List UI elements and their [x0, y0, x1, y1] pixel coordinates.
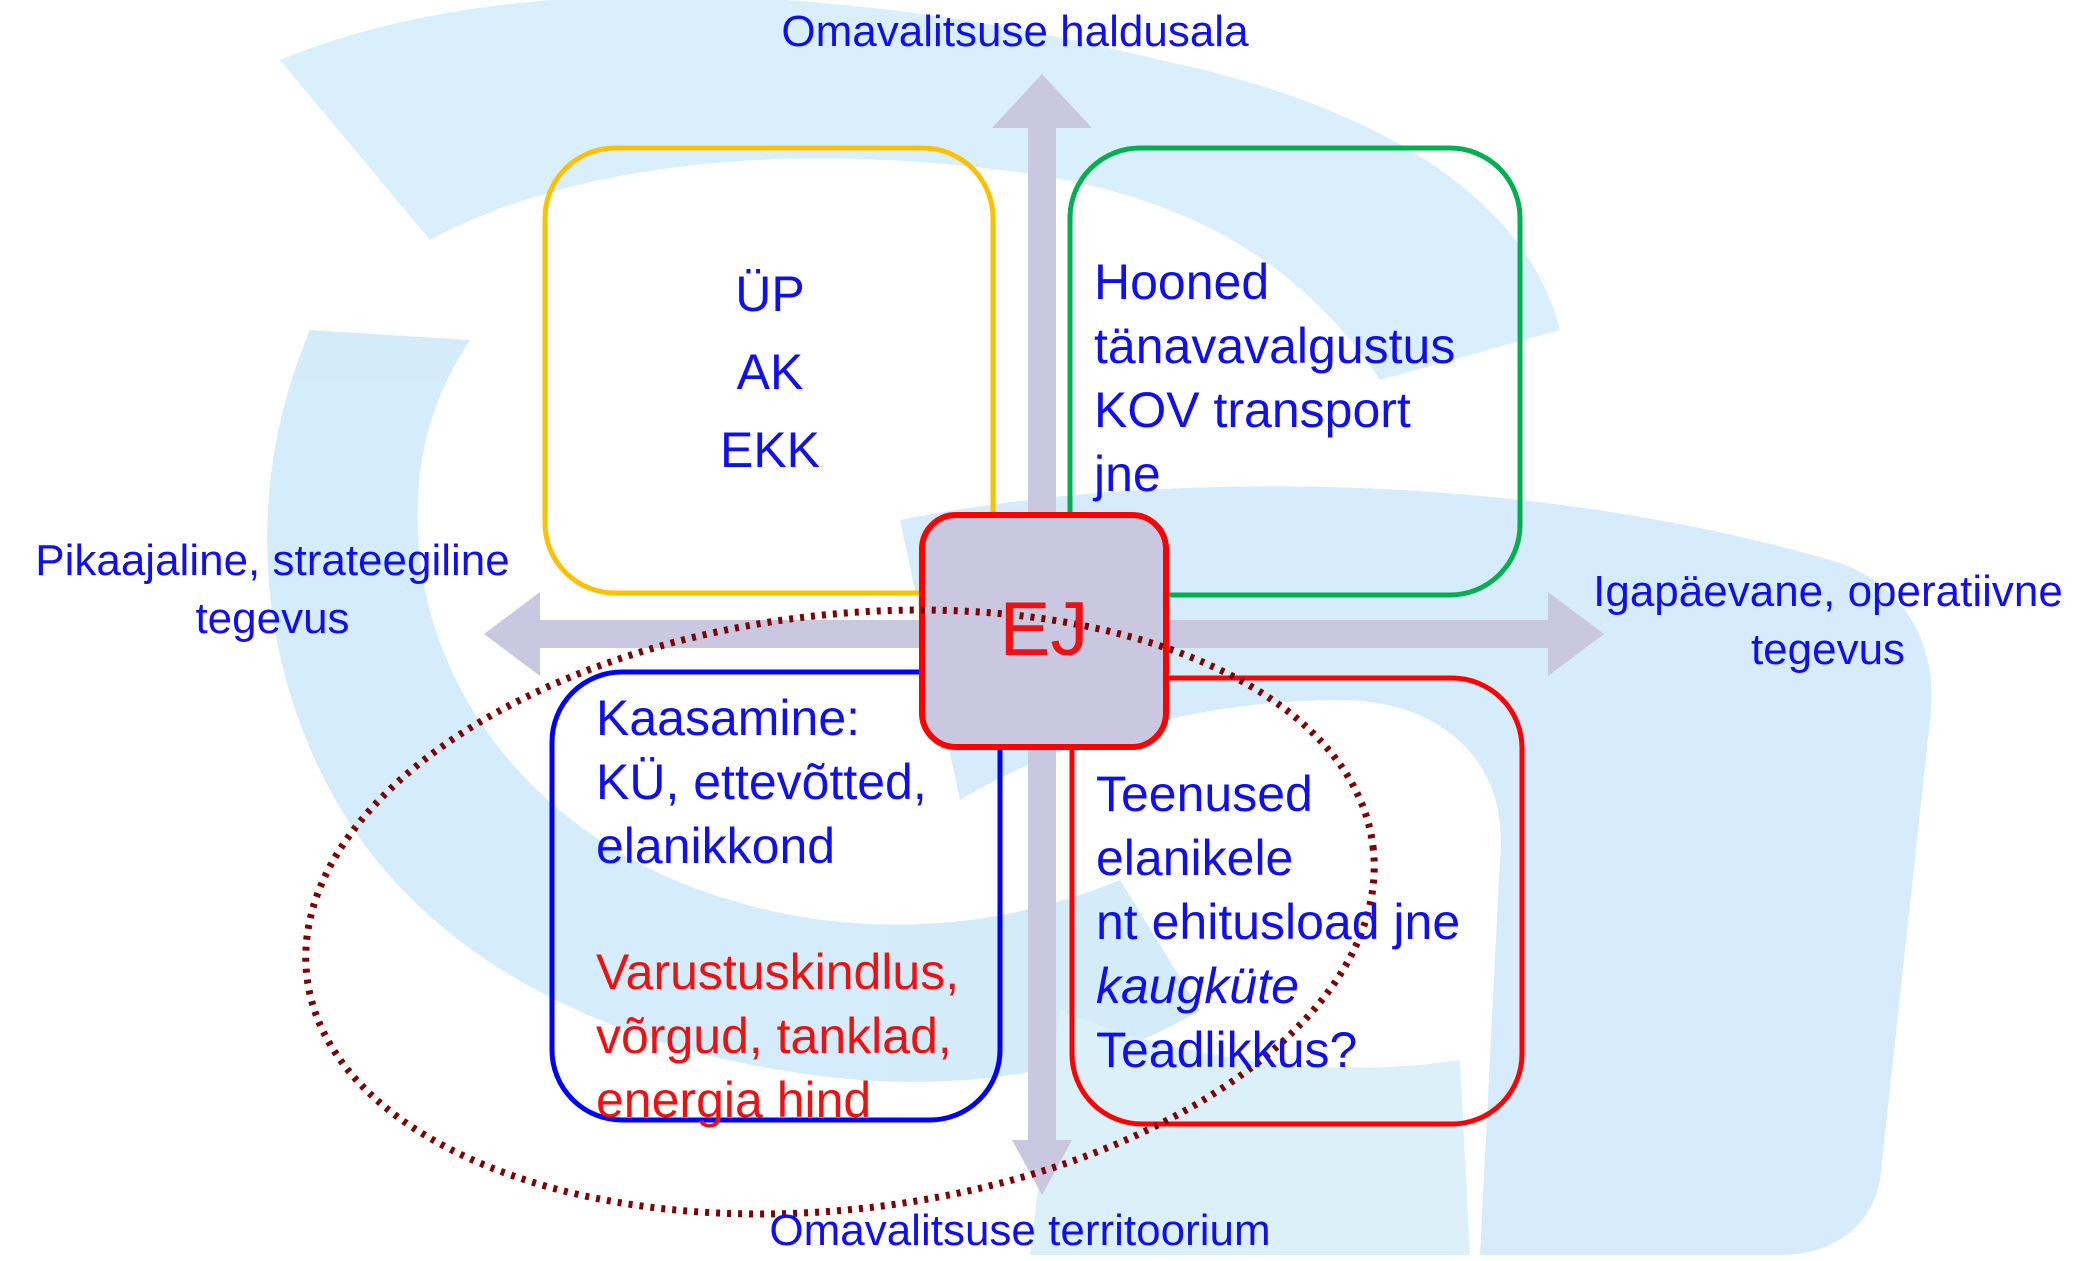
- br-line-5: Teadlikkus?: [1096, 1022, 1358, 1078]
- br-line-2: elanikele: [1096, 830, 1294, 886]
- axis-label-left: Pikaajaline, strateegiline tegevus: [35, 536, 510, 643]
- quadrant-top-left-box: [542, 145, 996, 596]
- arrow-up-icon: [992, 74, 1092, 128]
- center-label: EJ: [999, 587, 1089, 672]
- quadrant-top-right-text: Hooned tänavavalgustus KOV transport jne: [1094, 250, 1455, 506]
- quadrant-bottom-right-text: Teenused elanikele nt ehitusload jne kau…: [1096, 762, 1460, 1082]
- quadrant-bottom-left-blue-text: Kaasamine: KÜ, ettevõtted, elanikkond: [596, 690, 927, 874]
- tl-line-1: ÜP: [735, 266, 805, 322]
- quadrant-top-right-box: [1067, 145, 1523, 598]
- quadrant-bottom-right-box: [1069, 675, 1525, 1127]
- arrow-left-icon: [484, 592, 540, 676]
- axis-label-right: Igapäevane, operatiivne tegevus: [1593, 567, 2063, 674]
- arrow-down-icon: [1012, 1140, 1072, 1195]
- br-line-1: Teenused: [1096, 766, 1313, 822]
- quadrant-bottom-left-box: [549, 669, 1003, 1123]
- focus-ellipse: [302, 606, 1378, 1218]
- tl-line-3: EKK: [719, 422, 821, 478]
- br-line-3: nt ehitusload jne: [1096, 894, 1461, 950]
- axis-label-top: Omavalitsuse haldusala: [781, 7, 1249, 56]
- quadrant-top-left-text: ÜP AK EKK: [680, 255, 860, 489]
- br-line-4: kaugküte: [1096, 958, 1299, 1014]
- quadrant-bottom-left-red-text: Varustuskindlus, võrgud, tanklad, energi…: [596, 944, 960, 1128]
- tr-line-2: tänavavalgustus: [1094, 318, 1456, 374]
- arrow-right-icon: [1548, 592, 1604, 676]
- tr-line-1: Hooned: [1094, 254, 1270, 310]
- tl-line-2: AK: [736, 344, 804, 400]
- center-box: [919, 512, 1169, 750]
- axis-label-bottom: Omavalitsuse territoorium: [769, 1206, 1271, 1255]
- tr-line-3: KOV transport: [1094, 382, 1411, 438]
- tr-line-4: jne: [1094, 446, 1161, 502]
